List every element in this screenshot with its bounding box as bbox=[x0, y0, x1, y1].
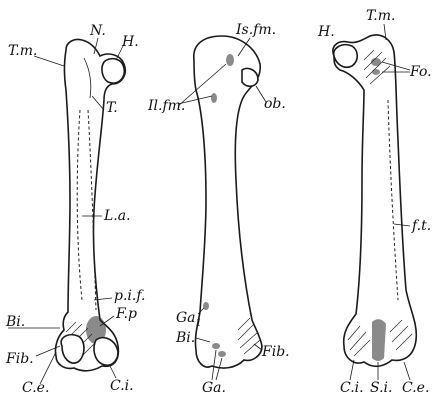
label-h-left: H. bbox=[121, 34, 139, 50]
femur-view-right: H. T.m. Fo. f.t. C.i. S.i. C.e. bbox=[317, 8, 432, 396]
femur-middle-iliac-fm-1 bbox=[211, 93, 217, 103]
label-ci-right: C.i. bbox=[340, 380, 364, 396]
femur-middle-iliac-fm-2 bbox=[226, 54, 234, 66]
leader-ob bbox=[256, 86, 266, 102]
femur-right-outline bbox=[333, 35, 416, 366]
femur-right-fo-1 bbox=[371, 58, 381, 66]
label-ga1: Ga1 bbox=[176, 310, 202, 329]
femur-middle-ga1 bbox=[203, 302, 209, 310]
label-ga: Ga. bbox=[202, 380, 226, 396]
label-ft: f.t. bbox=[411, 218, 431, 234]
label-pif-left: p.i.f. bbox=[114, 288, 145, 304]
leader-tm-left bbox=[34, 56, 64, 66]
label-tm-left: T.m. bbox=[8, 43, 37, 59]
leader-ce-right bbox=[404, 362, 410, 380]
label-la-left: L.a. bbox=[103, 208, 131, 224]
label-fib-middle: Fib. bbox=[261, 344, 290, 360]
label-fp-left: F.p bbox=[115, 306, 137, 322]
leader-ci-left bbox=[110, 366, 116, 378]
label-bi-middle: Bi. bbox=[175, 330, 195, 346]
femur-middle-ga-1 bbox=[212, 343, 220, 349]
label-t-left: T. bbox=[106, 100, 118, 116]
label-h-right: H. bbox=[317, 24, 335, 40]
label-si: S.i. bbox=[370, 380, 392, 396]
femur-view-middle: Is.fm. Il.fm. ob. Ga1 Bi. Fib. Ga. bbox=[147, 22, 290, 396]
femur-left-head bbox=[102, 59, 124, 83]
label-tm-right: T.m. bbox=[366, 8, 395, 24]
label-ci-left: C.i. bbox=[110, 378, 134, 394]
label-n-left: N. bbox=[89, 23, 106, 39]
label-fo: Fo. bbox=[409, 64, 432, 80]
label-isfm: Is.fm. bbox=[235, 22, 276, 38]
femur-view-left: T.m. N. H. T. L.a. p.i.f. F.p Bi. Fib. C… bbox=[5, 23, 145, 396]
label-fib-left: Fib. bbox=[5, 351, 34, 367]
femur-middle-ga-2 bbox=[218, 351, 226, 357]
label-ilfm: Il.fm. bbox=[147, 98, 185, 114]
label-ce-left: C.e. bbox=[22, 380, 49, 396]
label-ob: ob. bbox=[264, 96, 286, 112]
label-ce-right: C.e. bbox=[402, 380, 429, 396]
femur-right-intercondylar-sulcus bbox=[372, 319, 386, 361]
leader-ci-right bbox=[350, 360, 354, 380]
femur-right-fo-2 bbox=[372, 69, 380, 75]
